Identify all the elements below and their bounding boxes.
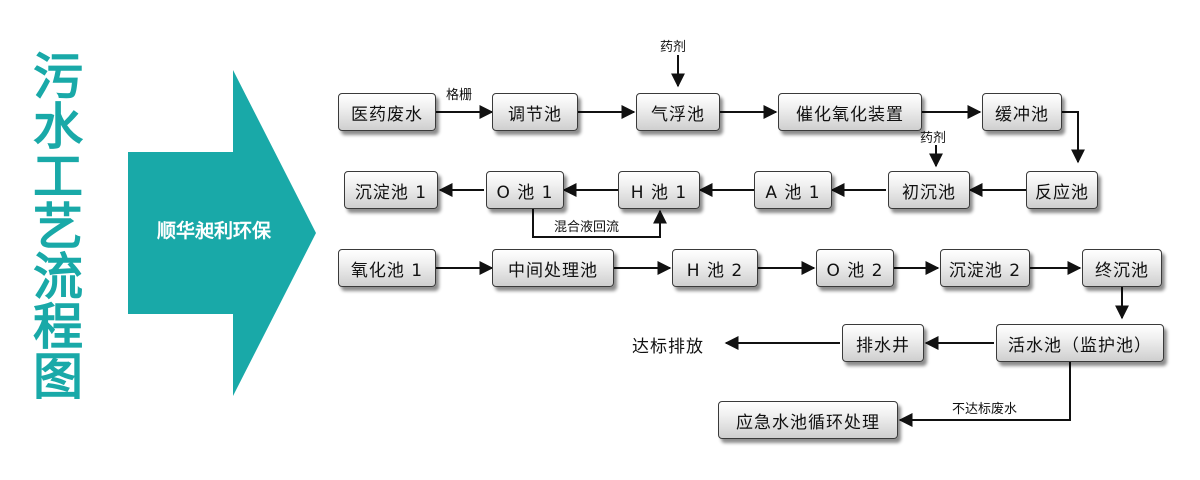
brand-arrow-polygon: [128, 70, 316, 396]
node-oxidation-tank-1: 氧化池 1: [338, 249, 436, 287]
brand-arrow-shape: [128, 70, 316, 396]
discharge-label: 达标排放: [632, 337, 704, 357]
title-char: 程: [33, 298, 83, 356]
vertical-title: 污 水 工 艺 流 程 图: [26, 52, 90, 402]
node-catalytic-oxidation: 催化氧化装置: [778, 93, 922, 131]
node-buffer-tank: 缓冲池: [982, 93, 1062, 131]
node-h-tank-2: H 池 2: [672, 249, 758, 287]
title-char: 污: [33, 48, 83, 106]
title-char: 水: [33, 98, 83, 156]
arrow-n18-n20: [898, 362, 1071, 427]
label-substandard-wastewater: 不达标废水: [952, 402, 1018, 417]
label-grille: 格栅: [446, 88, 473, 103]
node-o-tank-2: O 池 2: [816, 249, 894, 287]
title-char: 流: [33, 248, 83, 306]
title-char: 图: [33, 348, 83, 406]
node-drainage-well: 排水井: [842, 324, 924, 362]
node-emergency-pool: 应急水池循环处理: [718, 401, 898, 439]
node-h-tank-1: H 池 1: [618, 171, 700, 209]
brand-name: 顺华昶利环保: [156, 220, 271, 242]
arrow-recycle: [532, 206, 667, 238]
title-char: 艺: [33, 198, 83, 256]
node-monitoring-pool: 活水池（监护池）: [996, 324, 1164, 362]
node-a-tank-1: A 池 1: [754, 171, 832, 209]
node-sedimentation-tank-1: 沉淀池 1: [344, 171, 438, 209]
arrow-n5-n6: [1062, 111, 1085, 164]
title-char: 工: [33, 148, 83, 206]
node-medical-wastewater: 医药废水: [338, 93, 436, 131]
node-sedimentation-tank-2: 沉淀池 2: [940, 249, 1030, 287]
node-intermediate-tank: 中间处理池: [492, 249, 614, 287]
node-primary-sedimentation: 初沉池: [888, 171, 970, 209]
node-equalization-tank: 调节池: [492, 93, 578, 131]
node-o-tank-1: O 池 1: [486, 171, 564, 209]
node-flotation-tank: 气浮池: [636, 93, 720, 131]
node-reaction-tank: 反应池: [1026, 171, 1098, 209]
node-final-sedimentation: 终沉池: [1082, 249, 1162, 287]
label-mixed-liquor-recycle: 混合液回流: [554, 220, 620, 235]
label-dosing-primary: 药剂: [920, 131, 947, 146]
label-dosing-flotation: 药剂: [660, 40, 687, 55]
